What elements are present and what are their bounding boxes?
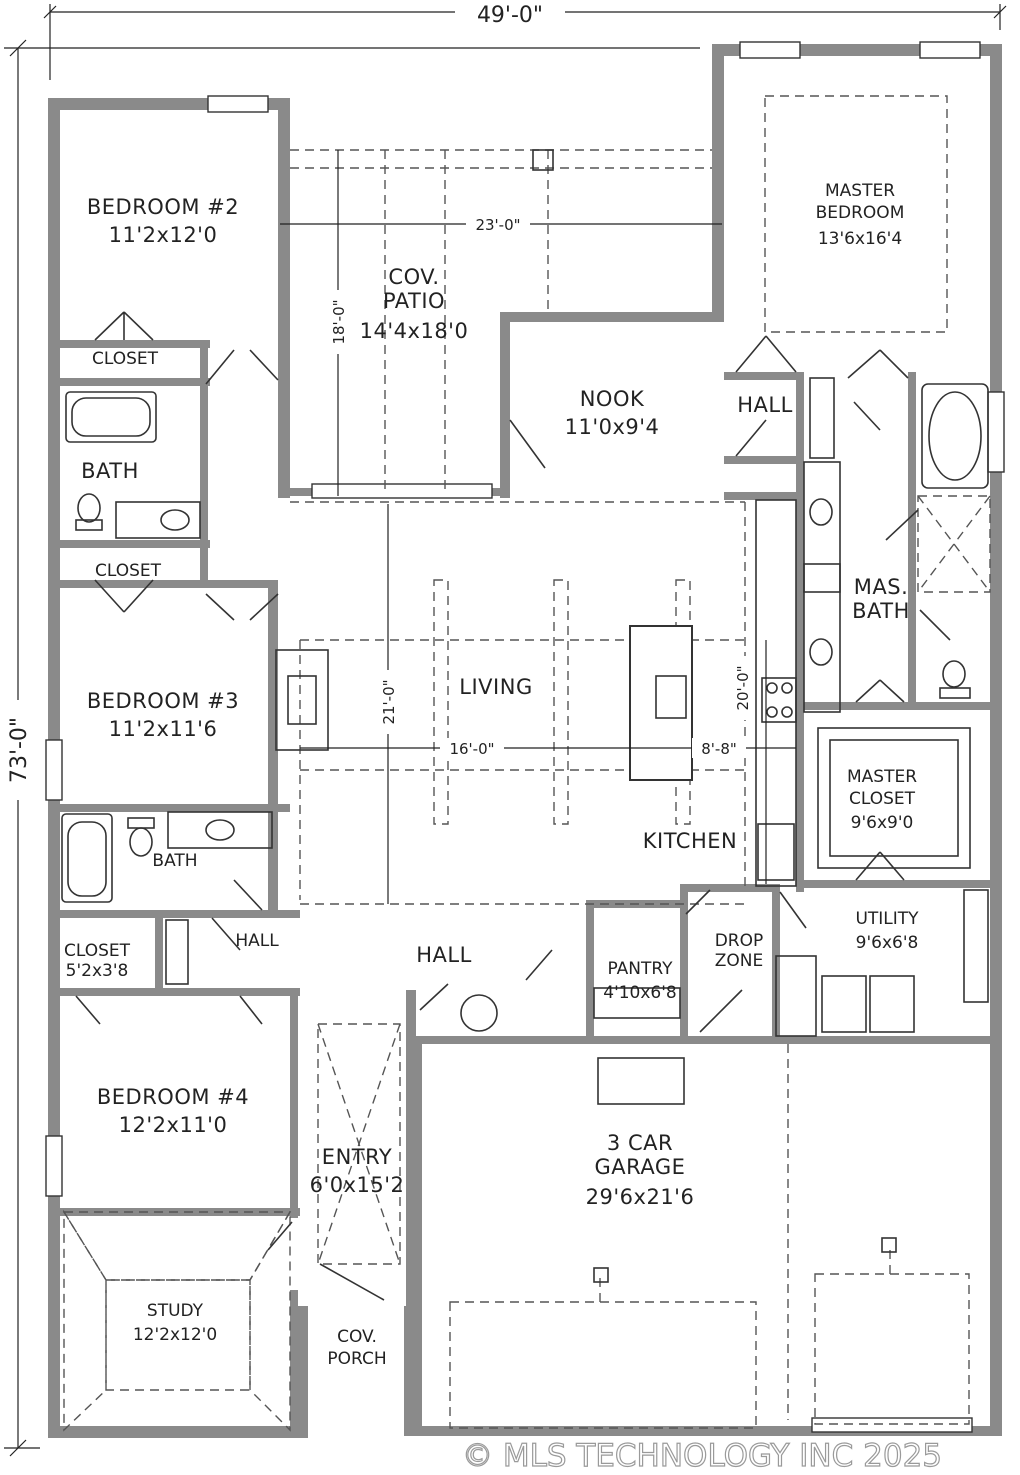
room-labels: BEDROOM #2 11'2x12'0 CLOSET BATH CLOSET … <box>64 181 919 1369</box>
garage-line1: 3 CAR <box>607 1131 673 1155</box>
patio-name-line1: COV. <box>388 265 439 289</box>
bedroom2-size: 11'2x12'0 <box>109 223 218 247</box>
bath2-name: BATH <box>152 851 197 871</box>
master-closet-line1: MASTER <box>847 767 917 787</box>
drop-zone-line2: ZONE <box>715 951 764 971</box>
nook-name: NOOK <box>580 387 645 411</box>
exterior-walls <box>48 44 1002 1438</box>
garage-line2: GARAGE <box>595 1155 686 1179</box>
patio-width-dimension: 23'-0" <box>475 216 520 234</box>
master-bedroom-size: 13'6x16'4 <box>818 229 902 249</box>
master-closet-line2: CLOSET <box>849 789 916 809</box>
door-swings <box>75 311 951 1301</box>
hall-small-name: HALL <box>235 931 279 951</box>
living-name: LIVING <box>459 675 532 699</box>
nook-size: 11'0x9'4 <box>565 415 660 439</box>
bedroom3-name: BEDROOM #3 <box>87 689 239 713</box>
patio-name-line2: PATIO <box>383 289 445 313</box>
master-bath-line2: BATH <box>852 599 910 623</box>
overall-width-label: 49'-0" <box>477 3 543 28</box>
study-name: STUDY <box>147 1301 204 1321</box>
entry-size: 6'0x15'2 <box>310 1173 405 1197</box>
fixtures <box>61 377 989 1105</box>
overall-depth-label: 73'-0" <box>7 717 32 783</box>
study-size: 12'2x12'0 <box>133 1325 217 1345</box>
master-bedroom-line2: BEDROOM <box>816 203 905 223</box>
closet-small-size: 5'2x3'8 <box>66 961 129 981</box>
kitchen-depth-dimension: 20'-0" <box>734 665 752 710</box>
closet-b2-name: CLOSET <box>92 349 159 369</box>
bath1-name: BATH <box>81 459 139 483</box>
porch-line2: PORCH <box>327 1349 386 1369</box>
entry-name: ENTRY <box>322 1145 392 1169</box>
master-closet-size: 9'6x9'0 <box>851 813 914 833</box>
pantry-size: 4'10x6'8 <box>603 983 677 1003</box>
hall-main-name: HALL <box>416 943 472 967</box>
hall-master-name: HALL <box>737 393 793 417</box>
drop-zone-line1: DROP <box>715 931 764 951</box>
kitchen-name: KITCHEN <box>643 829 738 853</box>
pantry-name: PANTRY <box>607 959 673 979</box>
watermark: © MLS TECHNOLOGY INC 2025 <box>462 1438 942 1474</box>
patio-depth-dimension: 18'-0" <box>330 299 348 344</box>
garage-size: 29'6x21'6 <box>586 1185 695 1209</box>
utility-name: UTILITY <box>855 909 919 929</box>
bedroom2-name: BEDROOM #2 <box>87 195 239 219</box>
patio-size: 14'4x18'0 <box>360 319 469 343</box>
porch-line1: COV. <box>337 1327 377 1347</box>
dashed-lines <box>62 95 991 1432</box>
master-bedroom-line1: MASTER <box>825 181 895 201</box>
closet-b3-name: CLOSET <box>95 561 162 581</box>
closet-small-name: CLOSET <box>64 941 131 961</box>
bedroom4-name: BEDROOM #4 <box>97 1085 249 1109</box>
master-bath-line1: MAS. <box>854 575 909 599</box>
kitchen-width-dimension: 8'-8" <box>701 740 737 758</box>
bedroom4-size: 12'2x11'0 <box>119 1113 228 1137</box>
living-depth-dimension: 21'-0" <box>380 679 398 724</box>
bedroom3-size: 11'2x11'6 <box>109 717 218 741</box>
utility-size: 9'6x6'8 <box>856 933 919 953</box>
interior-walls <box>60 340 994 1430</box>
living-width-dimension: 16'-0" <box>449 740 494 758</box>
